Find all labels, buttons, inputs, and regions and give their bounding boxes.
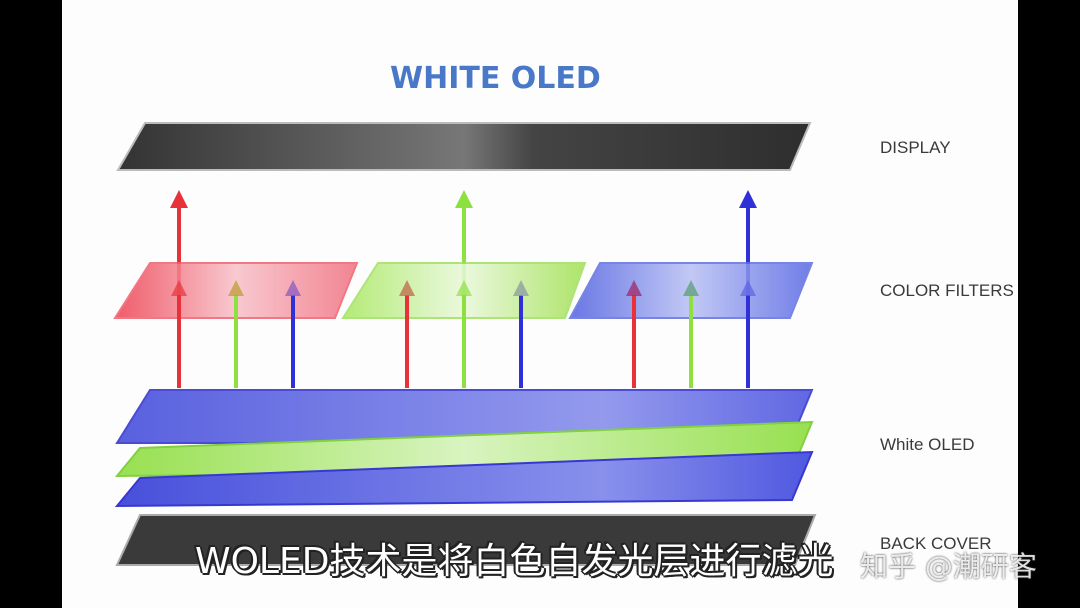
label-color-filters: COLOR FILTERS	[880, 281, 1014, 300]
label-back-cover: BACK COVER	[880, 534, 991, 553]
white-oled-blue-bottom-layer	[114, 450, 814, 508]
diagram-title: WHITE OLED	[390, 61, 601, 96]
short-arrows	[171, 280, 756, 388]
back-cover-layer	[115, 514, 817, 566]
video-subtitle: WOLED技术是将白色自发光层进行滤光	[195, 541, 834, 582]
label-display: DISPLAY	[880, 138, 951, 157]
label-white-oled: White OLED	[880, 435, 974, 454]
watermark: 知乎 @潮研客	[860, 550, 1037, 583]
display-layer	[116, 122, 812, 171]
